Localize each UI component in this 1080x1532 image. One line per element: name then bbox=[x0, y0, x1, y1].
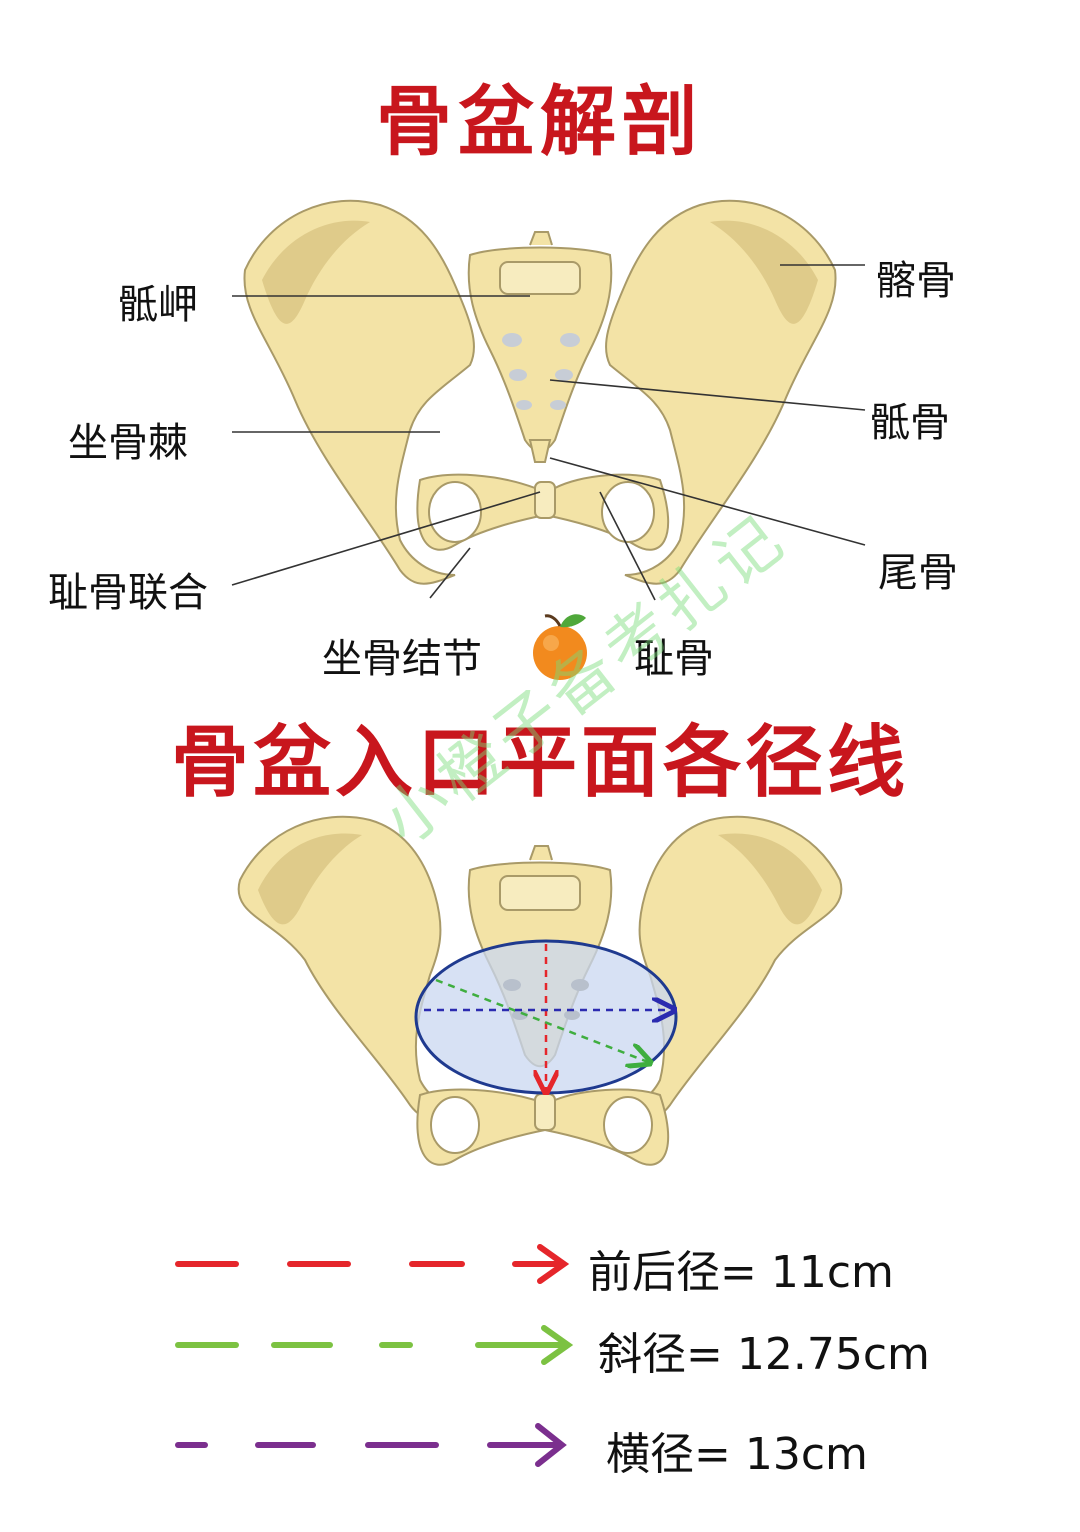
legend-swatch-oblique bbox=[178, 1328, 568, 1362]
label-coccyx: 尾骨 bbox=[878, 540, 958, 598]
label-ischial-tuberosity: 坐骨结节 bbox=[322, 626, 482, 684]
legend-swatches bbox=[178, 1247, 568, 1464]
label-sacral-promontory: 骶岬 bbox=[118, 272, 198, 330]
label-ilium: 髂骨 bbox=[876, 248, 956, 306]
legend-oblique-diameter: 斜径= 12.75cm bbox=[598, 1318, 930, 1382]
legend-anteroposterior-diameter: 前后径= 11cm bbox=[588, 1236, 894, 1300]
legend-swatch-transverse bbox=[178, 1426, 562, 1464]
label-ischial-spine: 坐骨棘 bbox=[68, 410, 188, 468]
label-pubic-symphysis: 耻骨联合 bbox=[48, 560, 208, 618]
pelvic-inlet-plane bbox=[416, 941, 676, 1093]
legend-swatch-anteroposterior bbox=[178, 1247, 564, 1281]
label-sacrum: 骶骨 bbox=[870, 390, 950, 448]
legend-transverse-diameter: 横径= 13cm bbox=[606, 1418, 868, 1482]
